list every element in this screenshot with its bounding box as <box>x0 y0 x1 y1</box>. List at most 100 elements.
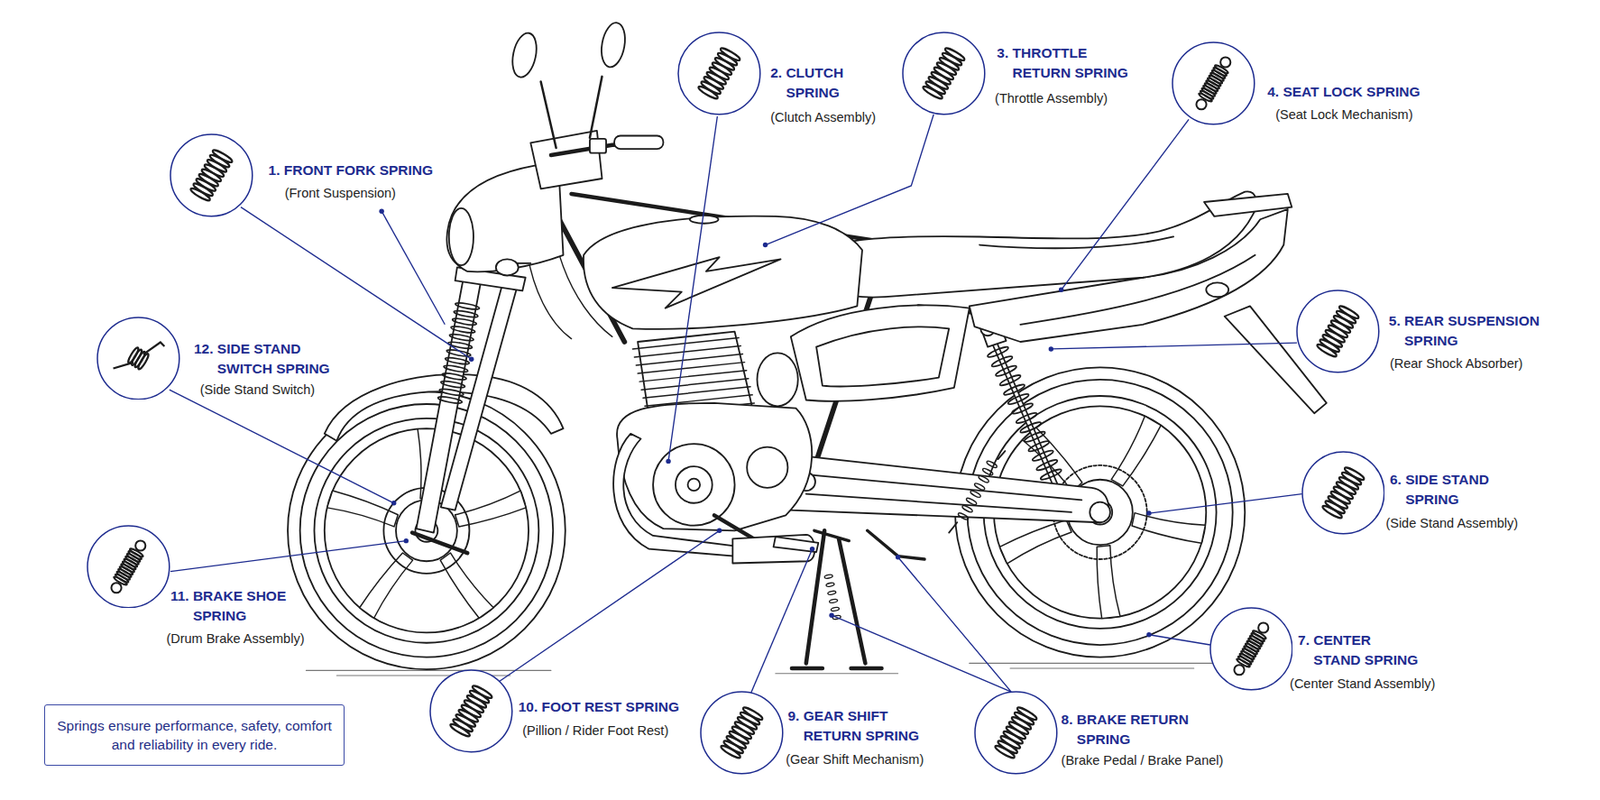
leader-line <box>1050 342 1297 350</box>
callout-title: 6. SIDE STAND SPRING <box>1389 469 1491 510</box>
engine <box>616 331 812 542</box>
side-stand-coil <box>957 459 999 521</box>
clutch-cover-bolt <box>688 478 701 492</box>
spring-icon <box>921 46 966 102</box>
callout-circle <box>1172 42 1255 125</box>
spring-icon-circle <box>169 133 254 218</box>
center-stand-coil <box>824 574 842 621</box>
spring-icon <box>1315 304 1361 359</box>
callout-circle <box>1302 451 1385 534</box>
mirror <box>597 20 628 69</box>
mirror-stalk <box>541 76 603 148</box>
callout-circle <box>170 134 253 217</box>
mirror <box>508 30 541 80</box>
callout-title: 10. FOOT REST SPRING <box>518 697 680 718</box>
coil-turn <box>453 309 479 319</box>
coil-turn <box>444 356 470 366</box>
spring-callout: 10. FOOT REST SPRING (Pillion / Rider Foo… <box>429 669 681 755</box>
spring-icon-circle <box>901 31 986 116</box>
callout-circle <box>1210 607 1293 690</box>
leader-dot <box>828 613 834 618</box>
fork-coil <box>437 301 480 405</box>
coil-turn <box>826 582 836 588</box>
spring-callout: 5. REAR SUSPENSION SPRING(Rear Shock Abs… <box>1296 289 1545 376</box>
swingarm <box>776 450 1111 534</box>
coil-turn <box>437 395 463 405</box>
spring-callout: 3. THROTTLE RETURN SPRING(Throttle Assem… <box>901 31 1132 118</box>
coil-turn <box>977 474 990 484</box>
spring-icon <box>719 706 764 761</box>
leader-dot <box>1146 632 1151 637</box>
callout-subtitle: (Gear Shift Mechanism) <box>785 751 924 768</box>
foot-rest <box>773 536 819 552</box>
shock-shaft <box>992 336 1060 494</box>
spring-icon-circle <box>1209 606 1294 691</box>
coil-turn <box>828 598 838 604</box>
spring-callout: 12. SIDE STAND SWITCH SPRING(Side Stand … <box>96 316 334 403</box>
side-cover-panel <box>816 326 949 387</box>
wheel-spoke <box>455 490 527 527</box>
leader-dot <box>763 242 768 248</box>
spring-callout: 4. SEAT LOCK SPRING(Seat Lock Mechanism) <box>1171 41 1423 128</box>
callout-circle <box>678 32 761 115</box>
spring-callout: 7. CENTER STAND SPRING(Center Stand Asse… <box>1209 606 1438 694</box>
motorcycle <box>287 20 1327 676</box>
callout-circle <box>700 691 783 774</box>
leader-line <box>1149 494 1303 514</box>
callout-circle <box>97 317 180 400</box>
callout-subtitle: (Side Stand Switch) <box>200 381 315 398</box>
leader-dot <box>717 528 722 534</box>
fuel-cap <box>689 215 719 224</box>
spring-icon <box>1321 466 1366 521</box>
callout-subtitle: (Pillion / Rider Foot Rest) <box>522 722 669 739</box>
leader-line <box>169 389 395 504</box>
coil-turn <box>440 379 466 389</box>
brake-arm <box>412 533 468 554</box>
leader-dot <box>665 459 671 464</box>
spring-callout: 11. BRAKE SHOE SPRING(Drum Brake Assembl… <box>86 524 307 650</box>
callout-title: 9. GEAR SHIFT RETURN SPRING <box>787 706 921 746</box>
seat-seam <box>979 236 1174 249</box>
callout-title: 1. FRONT FORK SPRING <box>268 160 434 181</box>
coil-turn <box>961 504 974 514</box>
coil-turn <box>957 512 970 522</box>
note-box: Springs ensure performance, safety, comf… <box>44 704 346 766</box>
chain-guard-line <box>806 474 1082 513</box>
coil-turn <box>827 590 837 596</box>
callout-title: 2. CLUTCH SPRING <box>770 63 846 103</box>
coil-turn <box>454 301 480 311</box>
spring-icon <box>1195 57 1231 111</box>
spring-icon-circle <box>1301 450 1386 535</box>
coil-turn <box>447 340 473 350</box>
leader-dot <box>404 538 409 543</box>
wheel-spoke <box>440 552 494 618</box>
tail-indicator <box>1205 282 1229 297</box>
leader-dot <box>378 208 384 213</box>
leader-dot <box>1146 510 1151 515</box>
callout-subtitle: (Center Stand Assembly) <box>1289 675 1435 692</box>
leader-dots <box>378 208 1151 637</box>
spring-icon <box>994 706 1040 761</box>
leader-line <box>1061 119 1189 290</box>
crankcase <box>616 403 812 531</box>
front-fork <box>416 266 526 533</box>
leader-line <box>240 207 472 360</box>
callout-circle <box>430 670 513 753</box>
spring-hook <box>948 450 1005 534</box>
fuel-tank <box>583 216 863 330</box>
leader-line <box>170 541 406 572</box>
spring-callout: 2. CLUTCH SPRING(Clutch Assembly) <box>677 31 878 129</box>
clutch-cover <box>652 443 736 526</box>
spring-callout: 8. BRAKE RETURN SPRING(Brake Pedal / Bra… <box>974 690 1225 777</box>
spring-icon <box>1233 623 1269 676</box>
callout-subtitle: (Seat Lock Mechanism) <box>1275 106 1413 123</box>
coil-turn <box>443 364 469 374</box>
coil-turn <box>969 489 982 499</box>
callout-subtitle: (Front Suspension) <box>285 184 396 202</box>
leader-line <box>751 549 813 694</box>
spring-icon-circle <box>1296 289 1380 374</box>
coil-turn <box>451 317 478 327</box>
coil-turn <box>1039 468 1063 482</box>
spring-icon-circle <box>429 669 514 754</box>
